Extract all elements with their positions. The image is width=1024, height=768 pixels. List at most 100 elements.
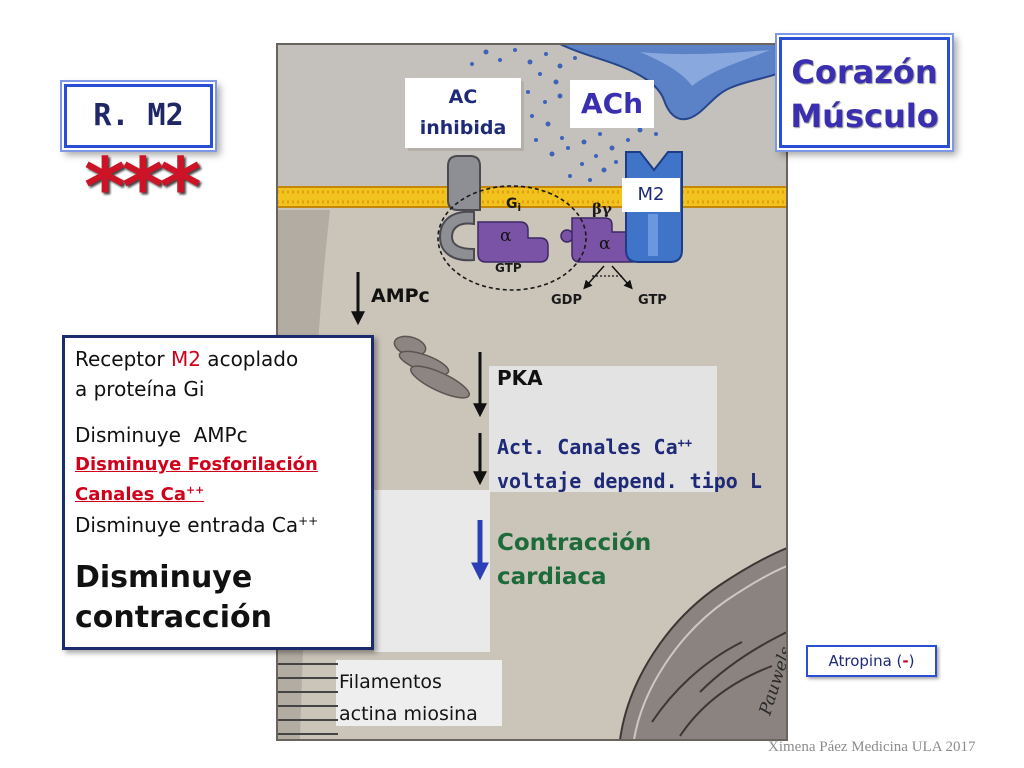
contraction-line1: Contracción (497, 530, 652, 556)
receptor-text-pre: Receptor (75, 347, 171, 371)
effect-channels: Canales Ca++ (75, 480, 363, 510)
gdp-label: GDP (551, 293, 582, 308)
ach-molecule (598, 132, 602, 136)
importance-stars: *** (84, 141, 201, 234)
filaments-label: Filamentos actina miosina (339, 666, 478, 730)
vesicle (409, 365, 471, 399)
ach-molecules (470, 48, 658, 182)
mitochondrion (618, 546, 787, 740)
tissue-title-box: Corazón Músculo (779, 37, 950, 148)
gtp-binding-arrow-icon (611, 265, 633, 290)
ach-molecule (581, 139, 587, 145)
ach-molecule (557, 93, 563, 99)
calcium-channels-label: Act. Canales Ca++ voltaje depend. tipo L (497, 430, 762, 498)
lower-left-panel (374, 490, 490, 652)
antagonist-close: ) (908, 652, 915, 670)
ach-molecule (609, 145, 615, 151)
ach-molecule (526, 90, 530, 94)
gi-alpha-subunit (477, 221, 549, 263)
ach-molecule (568, 174, 572, 178)
effect-ampc: Disminuye AMPc (75, 423, 248, 447)
ach-molecule (498, 58, 502, 62)
ach-molecule (545, 121, 551, 127)
beta-gamma-label: βγ (592, 200, 612, 218)
gi-label-subscript: i (517, 202, 522, 215)
ach-molecule (543, 100, 547, 104)
mitochondrion-crista (651, 641, 743, 723)
ach-molecule (566, 146, 570, 150)
effect-entry-superscript: ++ (298, 513, 319, 528)
ach-molecule (534, 138, 538, 142)
mitochondrion-inner-membrane (633, 565, 787, 740)
conclusion-line1: Disminuye (75, 560, 253, 595)
receptor-description-line2: a proteína Gi (75, 377, 205, 401)
ach-molecule (594, 154, 598, 158)
receptor-description: Receptor M2 acoplado (75, 344, 363, 374)
ach-molecule (626, 138, 630, 142)
antagonist-name: Atropina ( (828, 652, 903, 670)
receptor-label: M2 (622, 178, 680, 212)
ach-molecule (654, 132, 658, 136)
ach-molecule (470, 62, 474, 66)
m2-receptor-highlight (648, 214, 658, 256)
cardiac-contraction-label: Contracción cardiaca (497, 526, 651, 594)
effect-calcium-entry: Disminuye entrada Ca++ (75, 510, 363, 540)
receptor-type-badge: R. M2 (64, 84, 213, 148)
adenylate-cyclase (447, 155, 481, 211)
antagonist-sign: - (902, 652, 909, 670)
channels-line2: voltaje depend. tipo L (497, 469, 762, 493)
receptor-alpha-label: α (599, 234, 611, 254)
gi-protein-label: Gi (506, 196, 521, 214)
ach-molecule (580, 162, 584, 166)
effect-channels-superscript: ++ (186, 483, 205, 497)
mitochondrion-crista (679, 665, 773, 737)
mechanism-summary-box: Receptor M2 acoplado a proteína Gi Dismi… (62, 335, 374, 650)
adenylate-cyclase-label: AC inhibida (405, 78, 521, 148)
gtp-free-label: GTP (638, 293, 667, 308)
antagonist-box: Atropina (-) (806, 645, 937, 677)
ach-label: ACh (570, 80, 654, 128)
ach-molecule (557, 63, 563, 69)
conclusion-line2: contracción (75, 600, 272, 635)
filaments-line2: actina miosina (339, 703, 478, 725)
gtp-bound-label: GTP (495, 261, 522, 275)
ach-molecule (483, 49, 489, 55)
pka-panel (489, 366, 717, 492)
ach-molecule (637, 127, 643, 133)
ac-label-line2: inhibida (419, 117, 507, 139)
cell-membrane (277, 186, 787, 208)
ach-molecule (553, 79, 559, 85)
ach-molecule (513, 48, 517, 52)
gdp-release-arrow-icon (583, 265, 605, 290)
receptor-highlight: M2 (170, 347, 201, 371)
nerve-terminal-highlight (640, 50, 770, 86)
ach-molecule (549, 151, 555, 157)
adenylate-cyclase-domain (438, 210, 475, 262)
channels-line1-text: Act. Canales Ca (497, 435, 678, 459)
actin-myosin-filaments (277, 663, 338, 735)
receptor-text-post: acoplado (200, 347, 299, 371)
ach-molecule (544, 52, 548, 56)
ach-molecule (530, 114, 534, 118)
gi-alpha-label: α (500, 226, 512, 246)
ac-label-line1: AC (448, 86, 478, 108)
ach-molecule (527, 59, 533, 65)
ach-molecule (560, 136, 564, 140)
contraction-line2: cardiaca (497, 564, 607, 590)
pka-label: PKA (497, 366, 543, 390)
effect-phosphorylation: Disminuye Fosforilación (75, 454, 318, 475)
ach-molecule (614, 160, 618, 164)
filaments-line1: Filamentos (339, 671, 442, 693)
mitochondrion-crista (699, 631, 787, 693)
filaments-label-panel (336, 660, 502, 726)
g-protein-connector (560, 229, 574, 243)
gi-label-main: G (506, 196, 518, 212)
effect-channels-text: Canales Ca (75, 484, 187, 505)
effect-entry-text: Disminuye entrada Ca (75, 513, 299, 537)
title-line1: Corazón (791, 53, 938, 91)
ampc-label: AMPc (371, 285, 430, 307)
ach-molecule (588, 178, 592, 182)
gi-complex-outline (437, 185, 587, 291)
channels-superscript: ++ (677, 435, 693, 450)
